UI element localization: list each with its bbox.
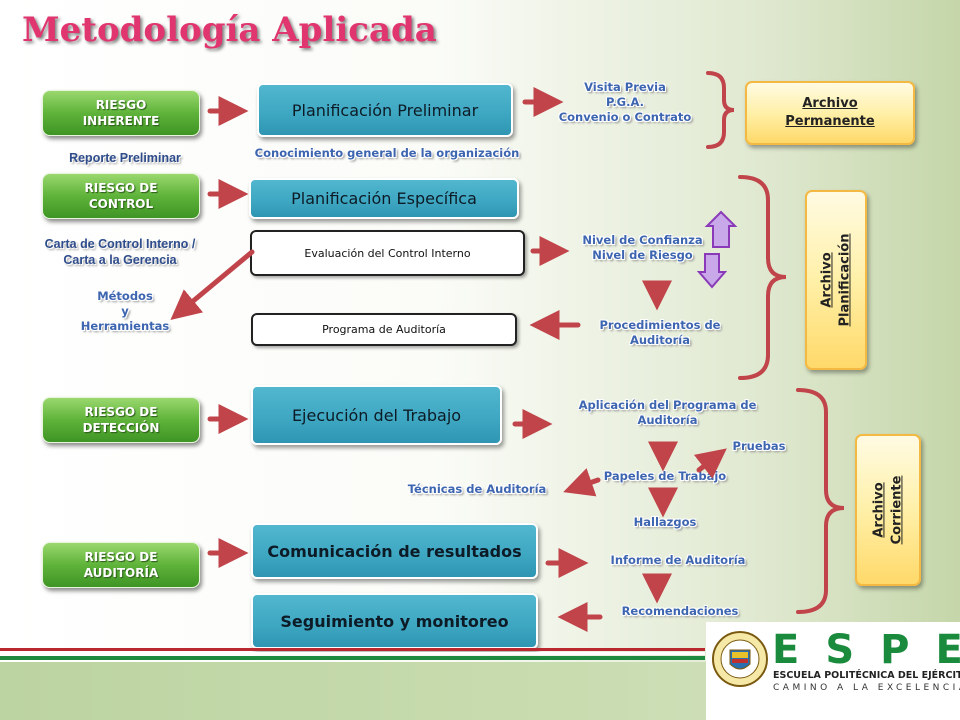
metodos-herramientas-label: Métodos y Herramientas — [80, 289, 170, 333]
braces — [706, 71, 845, 614]
arrow-metodos — [170, 249, 255, 321]
espe-logo-line1: ESCUELA POLITÉCNICA DEL EJÉRCITO — [773, 670, 960, 681]
tecnicas-auditoria-label: Técnicas de Auditoría — [407, 482, 547, 496]
carta-control-label: Carta de Control Interno / Carta a la Ge… — [44, 237, 196, 267]
riesgo-deteccion-button[interactable]: RIESGO DE DETECCIÓN — [42, 397, 200, 443]
footer-line-green — [0, 656, 705, 660]
riesgo-deteccion-label: RIESGO DE DETECCIÓN — [82, 405, 160, 435]
footer-line-white — [0, 652, 705, 655]
archivo-planificacion-box[interactable]: Archivo Planificación — [805, 190, 867, 370]
arrow-down-icon — [696, 253, 728, 289]
seguimiento-monitoreo-box[interactable]: Seguimiento y monitoreo — [251, 593, 538, 649]
brace-corriente — [796, 388, 845, 614]
visita-previa-label: Visita Previa P.G.A. Convenio o Contrato — [558, 80, 692, 124]
riesgo-inherente-button[interactable]: RIESGO INHERENTE — [42, 90, 200, 136]
riesgo-auditoria-label: RIESGO DE AUDITORÍA — [83, 550, 159, 580]
archivo-permanente-label: Archivo Permanente — [785, 96, 875, 129]
arrow-pruebas — [693, 448, 727, 479]
reporte-preliminar-label: Reporte Preliminar — [69, 151, 181, 165]
comunicacion-resultados-box[interactable]: Comunicación de resultados — [251, 523, 538, 579]
conocimiento-general-label: Conocimiento general de la organización — [254, 146, 520, 160]
pruebas-label: Pruebas — [732, 439, 786, 453]
evaluacion-control-box[interactable]: Evaluación del Control Interno — [250, 230, 525, 276]
nivel-confianza-label: Nivel de Confianza Nivel de Riesgo — [582, 233, 703, 262]
planificacion-especifica-box[interactable]: Planificación Específica — [249, 178, 519, 219]
espe-seal-icon — [712, 631, 768, 687]
footer-line-red — [0, 648, 705, 651]
arrow-tecnicas — [563, 468, 601, 497]
brace-permanente — [706, 71, 735, 149]
seguimiento-monitoreo-label: Seguimiento y monitoreo — [280, 611, 509, 631]
programa-auditoria-box[interactable]: Programa de Auditoría — [251, 313, 517, 346]
riesgo-inherente-label: RIESGO INHERENTE — [82, 98, 160, 128]
evaluacion-control-label: Evaluación del Control Interno — [304, 246, 471, 260]
riesgo-control-label: RIESGO DE CONTROL — [84, 181, 158, 211]
page-title: Metodología Aplicada — [22, 10, 437, 50]
planificacion-especifica-label: Planificación Específica — [291, 189, 477, 208]
recomendaciones-label: Recomendaciones — [621, 604, 739, 618]
informe-auditoria-label: Informe de Auditoría — [610, 553, 746, 567]
riesgo-control-button[interactable]: RIESGO DE CONTROL — [42, 173, 200, 219]
hallazgos-label: Hallazgos — [633, 515, 697, 529]
comunicacion-resultados-label: Comunicación de resultados — [267, 541, 522, 561]
nivel-arrows — [696, 210, 738, 289]
archivo-corriente-box[interactable]: Archivo Corriente — [855, 434, 921, 586]
programa-auditoria-label: Programa de Auditoría — [322, 323, 446, 336]
planificacion-preliminar-box[interactable]: Planificación Preliminar — [257, 83, 513, 137]
riesgo-auditoria-button[interactable]: RIESGO DE AUDITORÍA — [42, 542, 200, 588]
ejecucion-trabajo-box[interactable]: Ejecución del Trabajo — [251, 385, 502, 445]
arrow-up-icon — [704, 210, 738, 248]
ejecucion-trabajo-label: Ejecución del Trabajo — [291, 405, 462, 425]
procedimientos-label: Procedimientos de Auditoría — [599, 318, 721, 347]
espe-logo-line2: CAMINO A LA EXCELENCIA — [773, 683, 960, 693]
archivo-permanente-box[interactable]: Archivo Permanente — [745, 81, 915, 145]
brace-planificacion — [738, 175, 787, 380]
aplicacion-programa-label: Aplicación del Programa de Auditoría — [578, 398, 757, 427]
planificacion-preliminar-label: Planificación Preliminar — [291, 100, 479, 120]
